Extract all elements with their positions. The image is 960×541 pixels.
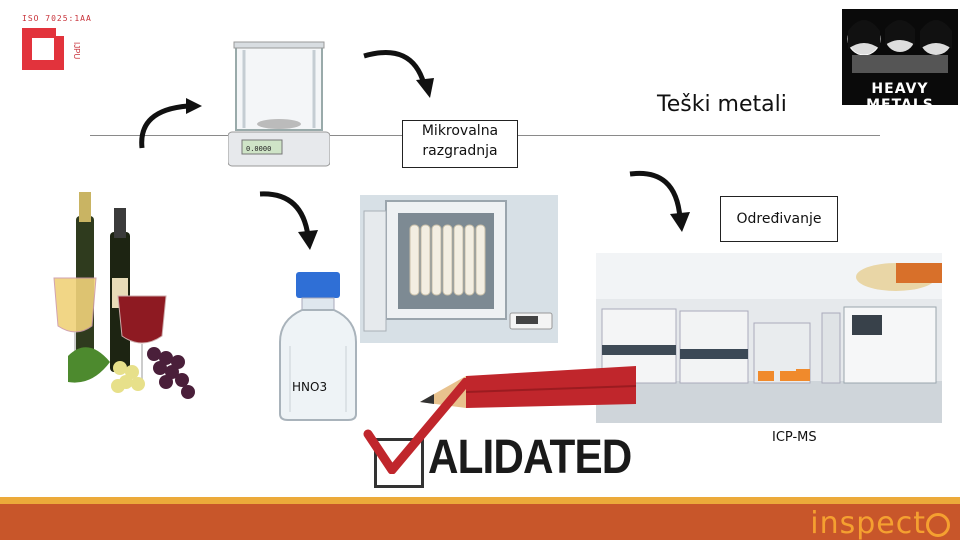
- hno3-label: HNO3: [292, 380, 327, 394]
- heavy-metals-logo-text: HEAVY METALS: [846, 81, 954, 113]
- wine-grapes-icon: [48, 186, 208, 414]
- arrow-icon: [360, 42, 438, 100]
- validated-text: ALIDATED: [428, 430, 631, 485]
- slide-title: Teški metali: [657, 92, 787, 117]
- arrow-icon: [256, 186, 326, 252]
- determination-label: Određivanje: [720, 196, 838, 242]
- icp-ms-label: ICP-MS: [772, 430, 817, 445]
- institution-logo: [22, 28, 64, 70]
- logo-caption: ISO 7025:1AA: [22, 14, 92, 23]
- analytical-balance-icon: 0.0000: [228, 40, 330, 170]
- icp-ms-laboratory-icon: [596, 253, 942, 423]
- footer-bar: inspecto: [0, 504, 960, 540]
- microwave-digestion-label: Mikrovalna razgradnja: [402, 120, 518, 168]
- arrow-icon: [626, 164, 698, 234]
- inspecto-brand: inspecto: [810, 506, 950, 541]
- heavy-metals-image: HEAVY METALS: [842, 9, 958, 105]
- reagent-bottle-icon: [276, 270, 360, 422]
- logo-side-text: IJPU: [72, 42, 81, 59]
- band-illustration-icon: [842, 9, 958, 81]
- balance-display: 0.0000: [246, 145, 271, 153]
- microwave-digestion-system-icon: [360, 195, 558, 343]
- footer-stripe: [0, 497, 960, 504]
- arrow-icon: [132, 96, 206, 154]
